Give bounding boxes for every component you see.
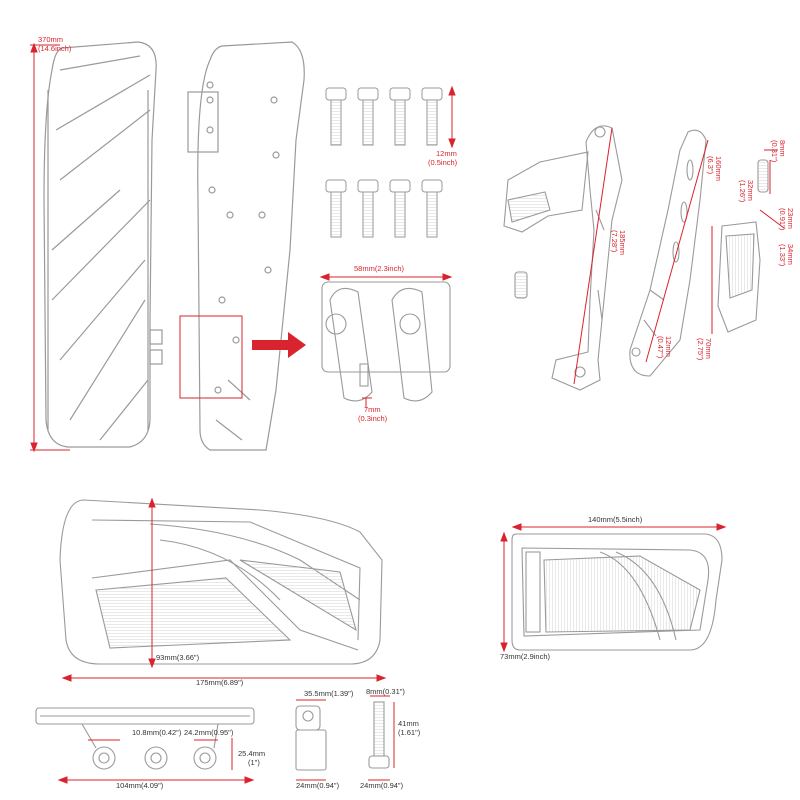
p1-height-mm: 370mm <box>38 35 64 44</box>
p3-pin-length-inch: (1.61") <box>398 728 421 737</box>
bolt-row <box>325 87 443 146</box>
p2-pad-depth-mm: 34mm <box>786 244 795 265</box>
p4-width: 140mm(5.5inch) <box>588 515 643 524</box>
p2-arm-short-inch: (6.3") <box>706 156 715 175</box>
p4-height: 73mm(2.9inch) <box>500 652 551 661</box>
floorboard-top-outline <box>43 41 157 448</box>
p1-bolt-inch: (0.5inch) <box>428 158 458 167</box>
bolt-set <box>325 87 443 238</box>
panel4-floorboard <box>511 533 723 651</box>
p3-pin-base: 24mm(0.94") <box>360 781 404 790</box>
panel1-floorboards <box>43 41 305 451</box>
floorboard-slots <box>215 379 251 441</box>
floorboard-tab <box>149 329 163 345</box>
p1-bolt-mm: 12mm <box>436 149 457 158</box>
p1-slot-mm: 7mm <box>364 405 381 414</box>
floorboard-hinge <box>187 91 219 153</box>
clamp-detail <box>321 281 451 402</box>
p2-pin-length-mm: 32mm <box>746 180 755 201</box>
p2-pin-dia-mm: 8mm <box>778 140 787 157</box>
detail-arrow <box>252 332 306 358</box>
p1-height-inch: (14.6inch) <box>38 44 72 53</box>
panel4-dimension-lines <box>500 523 727 653</box>
p3-pin-dia: 8mm(0.31") <box>366 687 405 696</box>
p2-pad-width-mm: 23mm <box>786 208 795 229</box>
detail-highlight-box <box>179 315 243 399</box>
floorboard-grooves <box>51 55 151 441</box>
p2-pad-height-mm: 70mm <box>704 338 713 359</box>
floorboard-tab <box>149 349 163 365</box>
shifter-arm-long <box>551 125 623 391</box>
shifter-pin <box>757 159 769 193</box>
floorboard-outline <box>59 499 383 665</box>
p2-arm-long-inch: (7.28") <box>610 230 619 253</box>
p3-boss-height-inch: (1") <box>248 758 260 767</box>
p2-hole-inch: (0.47") <box>656 336 665 359</box>
p2-pad-depth-inch: (1.33") <box>778 244 787 267</box>
p1-clamp-width: 58mm(2.3inch) <box>354 264 405 273</box>
p2-pin-length-inch: (1.26") <box>738 180 747 203</box>
p2-arm-long-mm: 185mm <box>618 230 627 256</box>
floorboard-bottom-outline <box>197 41 305 451</box>
shifter-pad <box>503 151 589 233</box>
floorboard-rails <box>47 90 149 430</box>
p3-clamp-base: 24mm(0.94") <box>296 781 340 790</box>
p2-hole-mm: 12mm <box>664 336 673 357</box>
panel2-dimension-lines <box>573 127 785 385</box>
panel3-floorboard <box>59 499 383 665</box>
p2-pad-width-inch: (0.91") <box>778 208 787 231</box>
p3-clamp-width: 35.5mm(1.39") <box>304 689 354 698</box>
panel3-dimension-lines <box>57 497 395 784</box>
p1-slot-inch: (0.3inch) <box>358 414 388 423</box>
shifter-small-pin <box>514 271 528 299</box>
panel3-side-view <box>35 701 390 771</box>
p3-height: 93mm(3.66") <box>156 653 200 662</box>
bolt-row <box>325 179 443 238</box>
floorboard-outline <box>511 533 723 651</box>
panel1-dimension-lines <box>30 42 456 453</box>
p3-pin-length-mm: 41mm <box>398 719 419 728</box>
p3-boss-dia-large: 24.2mm(0.95") <box>184 728 234 737</box>
shifter-peg <box>717 221 761 333</box>
p3-width: 175mm(6.89") <box>196 678 244 687</box>
p2-arm-short-mm: 160mm <box>714 156 723 182</box>
shifter-arm-short <box>629 129 707 377</box>
panel2-heel-shifter <box>503 125 769 391</box>
p3-boss-height-mm: 25.4mm <box>238 749 266 758</box>
p3-boss-dia-small: 10.8mm(0.42") <box>132 728 182 737</box>
p3-boss-spacing: 104mm(4.09") <box>116 781 164 790</box>
p2-pin-dia-inch: (0.31") <box>770 140 779 163</box>
p2-pad-height-inch: (2.75") <box>696 338 705 361</box>
